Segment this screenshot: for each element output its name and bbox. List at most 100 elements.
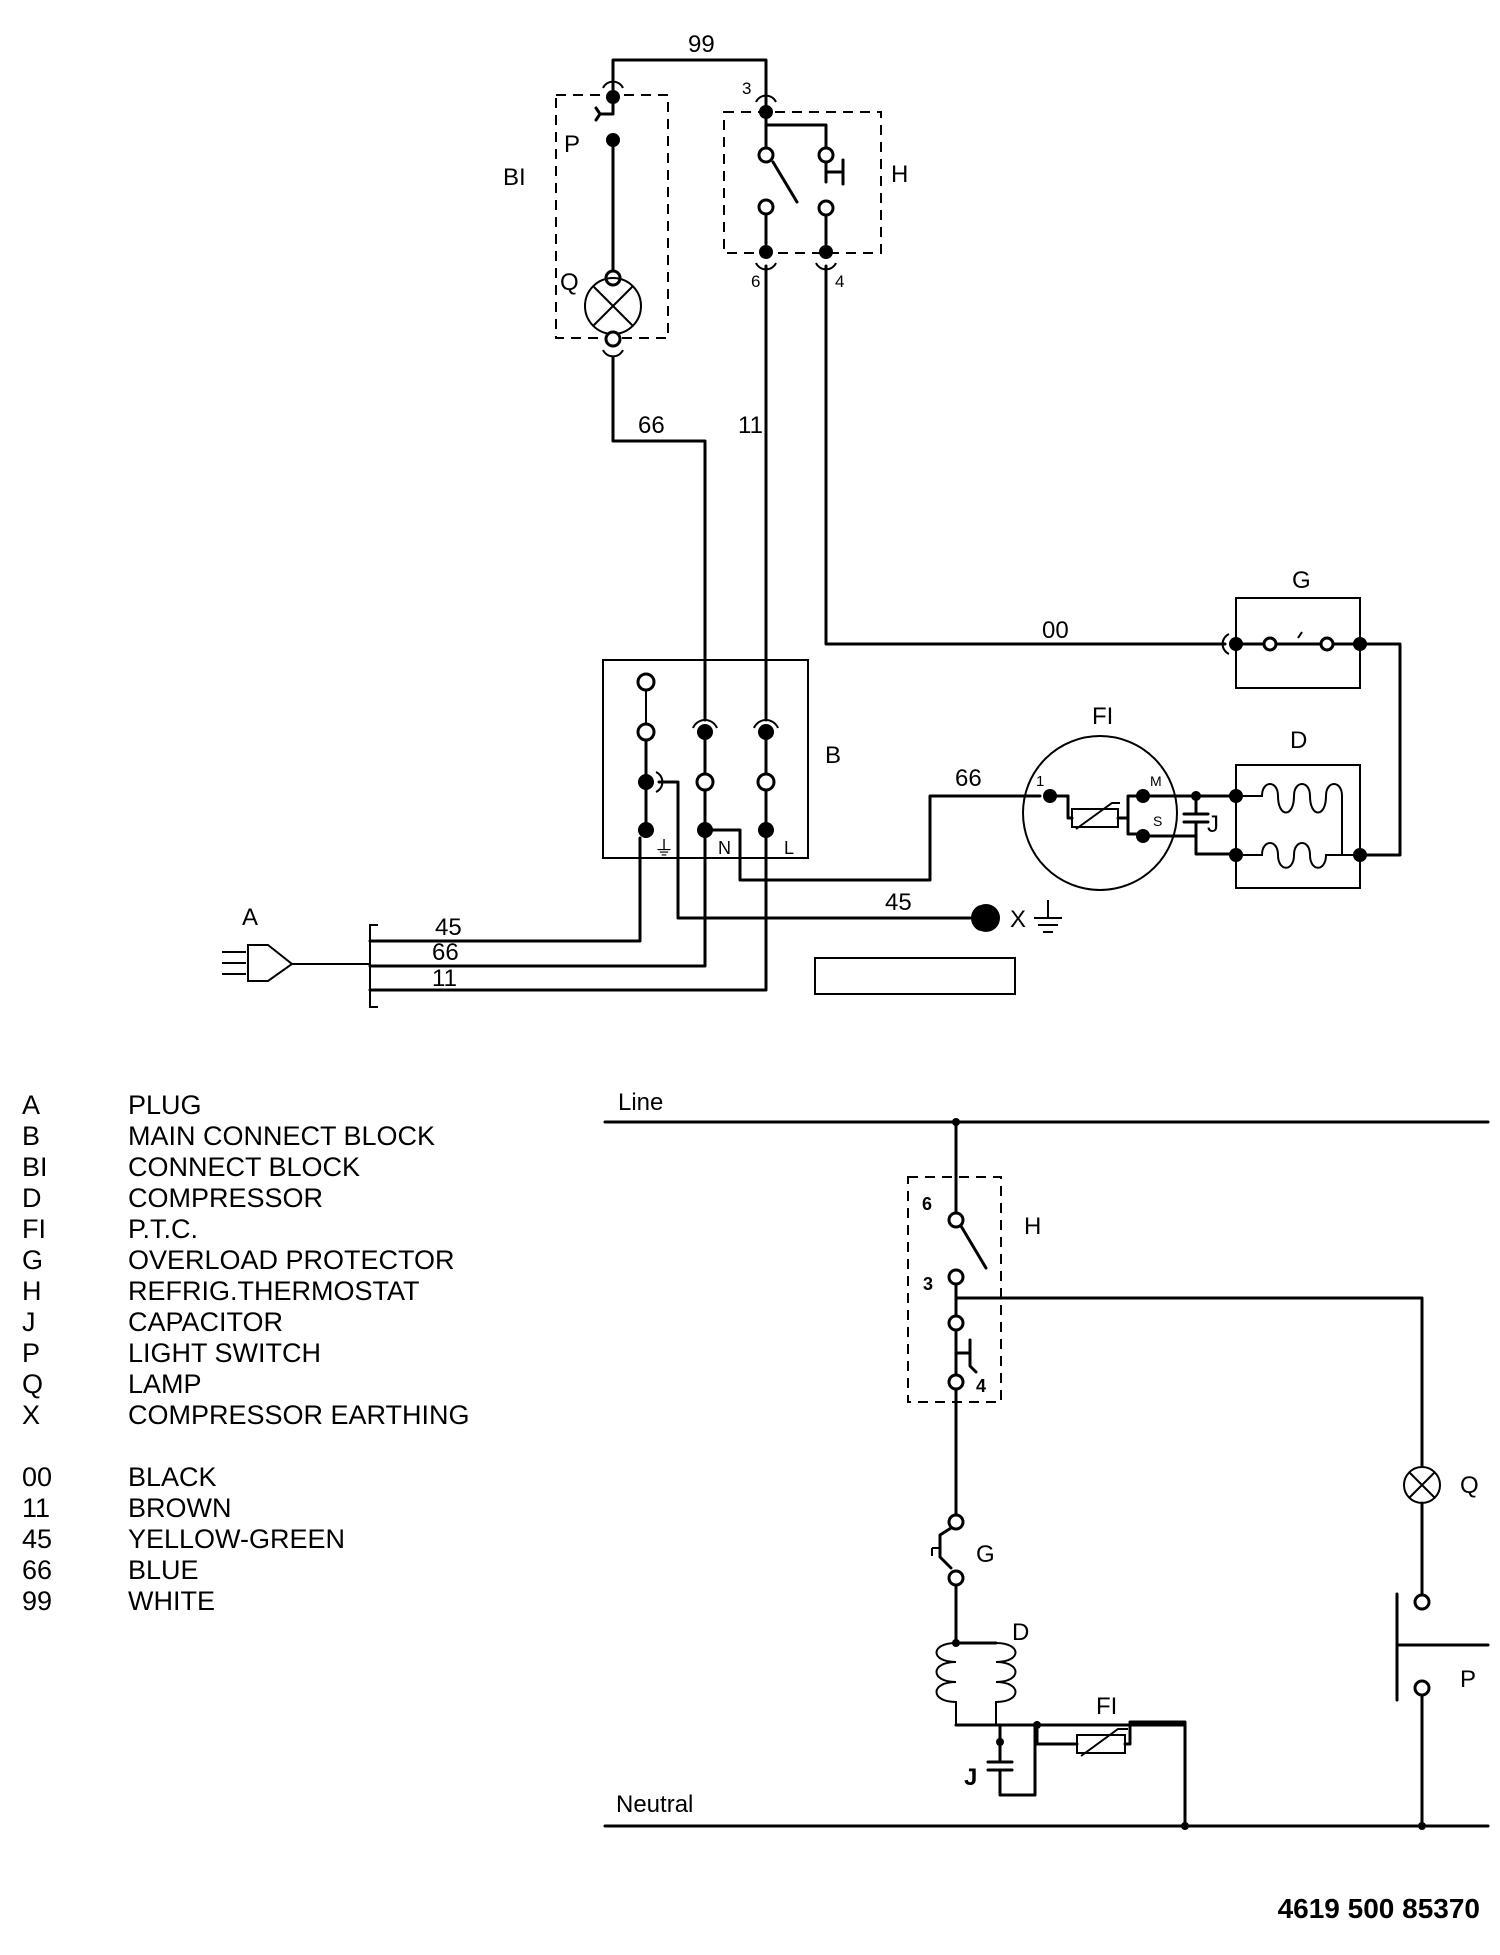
block-b-terminal-n2 [695, 772, 715, 792]
block-b-terminal-l3 [758, 822, 774, 838]
legend-row-d: D COMPRESSOR [22, 1183, 542, 1214]
legend-code: G [22, 1245, 44, 1275]
conn-arc-g [1221, 633, 1230, 655]
legend-name: CAPACITOR [128, 1307, 284, 1337]
overload-contact-a [1262, 636, 1278, 652]
label-bi: BI [503, 164, 526, 191]
legend-name: YELLOW-GREEN [128, 1524, 346, 1554]
schematic-g-bottom [947, 1569, 965, 1587]
legend-code: 99 [22, 1586, 53, 1616]
wire-11-plug [368, 836, 768, 992]
legend-code: 45 [22, 1524, 53, 1554]
schematic-g-bimetal [931, 1547, 940, 1556]
ptc-terminal-s [1136, 829, 1150, 843]
compressor-terminal-s [1229, 848, 1243, 862]
schematic-label-p: P [1460, 1666, 1476, 1693]
schematic-terminal-3: 3 [923, 1274, 933, 1294]
document-number: 4619 500 85370 [1277, 1893, 1480, 1924]
thermostat-h [723, 111, 882, 254]
schematic-d-winding-right [995, 1642, 1017, 1725]
label-x: X [1010, 906, 1026, 933]
conn-arc-b-n [692, 719, 718, 729]
schematic-contact-4 [947, 1373, 965, 1391]
wire-00 [824, 264, 1227, 646]
ptc-terminal-1 [1043, 789, 1057, 803]
schematic-g-contact [938, 1526, 953, 1570]
legend-row-45: 45 YELLOW-GREEN [22, 1524, 542, 1555]
legend-name: BLUE [128, 1555, 199, 1585]
schematic-label-h: H [1024, 1213, 1041, 1240]
legend-code: BI [22, 1152, 48, 1182]
schematic-ptc-slash [1080, 1728, 1128, 1757]
thermostat-blade [771, 160, 799, 204]
ptc-fi [1022, 735, 1178, 891]
legend-code: 66 [22, 1555, 53, 1585]
block-b-terminal-l1 [758, 724, 774, 740]
legend-row-66: 66 BLUE [22, 1555, 542, 1586]
legend-spacer [22, 1431, 542, 1462]
schematic-terminal-6: 6 [922, 1194, 932, 1214]
block-b-terminal-2 [636, 722, 656, 742]
wire-label-99: 99 [688, 31, 715, 58]
label-b-top: B [825, 742, 841, 769]
schematic-thermostat-blade [959, 1224, 988, 1270]
schematic-contact-3 [947, 1268, 965, 1286]
legend-name: CONNECT BLOCK [128, 1152, 361, 1182]
wire-66-lamp [611, 356, 707, 722]
legend-code: D [22, 1183, 42, 1213]
overload-terminal-in [1229, 637, 1243, 651]
wire-66-plug [368, 836, 707, 968]
ptc-terminal-label-s: S [1153, 813, 1162, 829]
legend-code: P [22, 1338, 41, 1368]
legend-name: COMPRESSOR [128, 1183, 324, 1213]
wire-45-earth [657, 780, 972, 920]
overload-bimetal [1297, 631, 1303, 639]
schematic-terminal-4: 4 [976, 1376, 986, 1396]
legend-name: BROWN [128, 1493, 232, 1523]
legend-code: J [22, 1307, 36, 1337]
wire-label-45-earth: 45 [885, 889, 912, 916]
schematic-contact-3b [947, 1314, 965, 1332]
plug-a-icon [222, 944, 294, 982]
wire-label-11-top: 11 [738, 412, 763, 439]
schematic-line-node [952, 1118, 960, 1126]
label-a: A [242, 904, 258, 931]
block-b-terminal-n1 [697, 724, 713, 740]
legend-row-bi: BI CONNECT BLOCK [22, 1152, 542, 1183]
legend-row-j: J CAPACITOR [22, 1307, 542, 1338]
schematic-label-j: J [964, 1764, 977, 1791]
legend-name: COMPRESSOR EARTHING [128, 1400, 470, 1430]
schematic-neutral-node-ptc [1181, 1822, 1189, 1830]
legend-code: X [22, 1400, 41, 1430]
ptc-resistor [1071, 808, 1119, 828]
capacitor-j [1182, 794, 1238, 856]
terminal-label-3: 3 [742, 79, 751, 98]
wire-label-66-plug: 66 [432, 939, 459, 966]
legend-row-x: X COMPRESSOR EARTHING [22, 1400, 542, 1431]
neutral-label: Neutral [616, 1791, 693, 1818]
thermostat-terminal-6 [759, 245, 773, 259]
block-b-terminal-l2 [756, 772, 776, 792]
legend-code: B [22, 1121, 41, 1151]
thermostat-contact-b [757, 198, 775, 216]
label-g-top: G [1292, 567, 1311, 594]
thermostat-contact-d [817, 199, 835, 217]
overload-contact-b [1319, 636, 1335, 652]
wire-g-to-d [1363, 642, 1402, 857]
ptc-terminal-m [1136, 789, 1150, 803]
wire-label-45-plug: 45 [435, 914, 462, 941]
schematic-wire-3-to-lamp [954, 1282, 1424, 1468]
schematic-neutral-node-p [1418, 1822, 1426, 1830]
overload-terminal-out [1353, 637, 1367, 651]
terminal-label-earth: ⏚ [654, 838, 674, 860]
legend-name: P.T.C. [128, 1214, 199, 1244]
terminal-label-4: 4 [835, 272, 844, 291]
